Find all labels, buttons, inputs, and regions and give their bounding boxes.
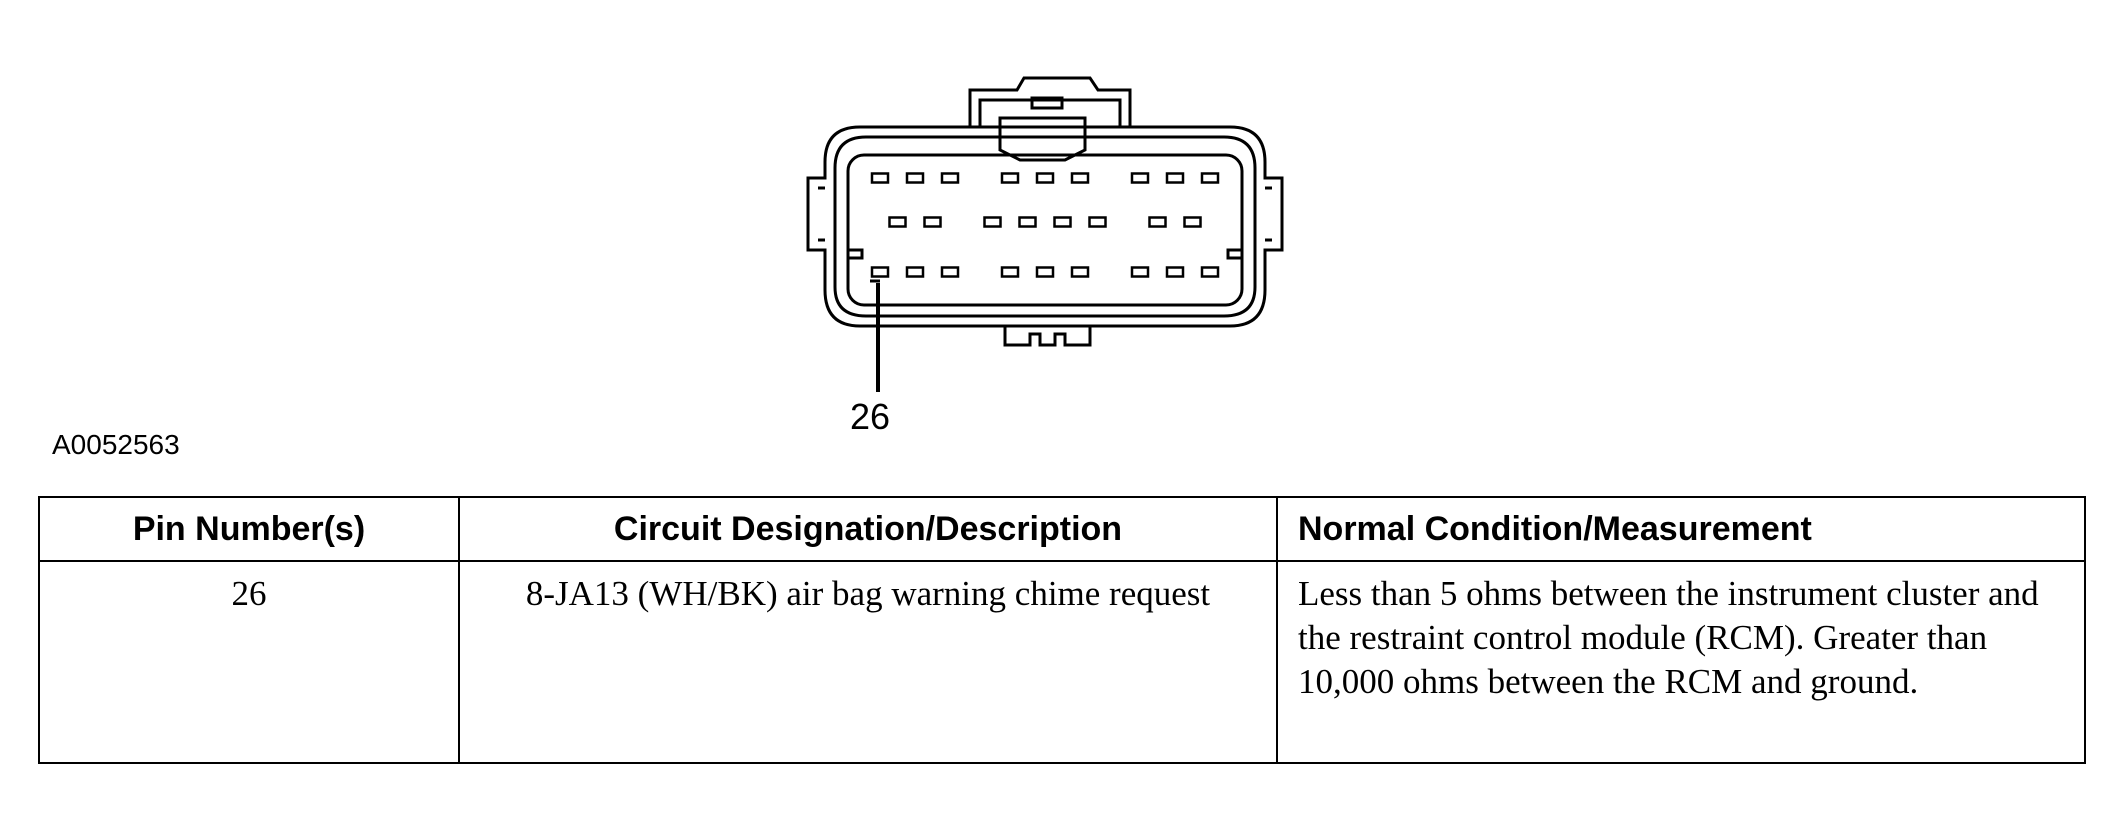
pin-slot: [1130, 266, 1150, 278]
pin-slot: [870, 266, 890, 278]
figure-id: A0052563: [52, 429, 180, 460]
connector-housing: [806, 125, 1284, 328]
pin-slot: [905, 172, 925, 184]
pin-slot: [1130, 172, 1150, 184]
header-pin-numbers: Pin Number(s): [38, 496, 460, 562]
header-normal-condition: Normal Condition/Measurement: [1276, 496, 2086, 562]
pin-slot: [1148, 216, 1167, 228]
pin-slot: [1200, 172, 1220, 184]
pin-slot: [870, 172, 890, 184]
pin-slot: [905, 266, 925, 278]
pin-slot: [1070, 172, 1090, 184]
pin-slot: [1070, 266, 1090, 278]
cell-normal-condition: Less than 5 ohms between the instrument …: [1276, 560, 2086, 764]
pin-slot: [1165, 266, 1185, 278]
table-row: 26 8-JA13 (WH/BK) air bag warning chime …: [38, 560, 2086, 764]
connector-face-diagram: [806, 76, 1284, 392]
header-circuit-description: Circuit Designation/Description: [458, 496, 1278, 562]
pin-slot: [888, 216, 907, 228]
connector-bottom-keys: [1003, 326, 1092, 347]
cell-circuit-description: 8-JA13 (WH/BK) air bag warning chime req…: [458, 560, 1278, 764]
pin-callout-label: 26: [850, 396, 891, 437]
cell-pin-number: 26: [38, 560, 460, 764]
pin-slot: [1000, 172, 1020, 184]
pin-slot: [1035, 266, 1055, 278]
pin-table: Pin Number(s) Circuit Designation/Descri…: [38, 496, 2086, 764]
pin-slot: [940, 172, 960, 184]
pin-slot: [923, 216, 942, 228]
pin-slot: [1053, 216, 1072, 228]
pin-slot: [1165, 172, 1185, 184]
pin-slot: [1018, 216, 1037, 228]
table-header-row: Pin Number(s) Circuit Designation/Descri…: [38, 496, 2086, 562]
pin-slot: [1035, 172, 1055, 184]
pin-slot: [1000, 266, 1020, 278]
pin-slot-group: [870, 172, 1220, 278]
pin-slot: [1088, 216, 1107, 228]
pin-slot: [983, 216, 1002, 228]
connector-top-latch: [968, 76, 1132, 162]
pin-slot: [940, 266, 960, 278]
pin-slot: [1183, 216, 1202, 228]
pin-slot: [1200, 266, 1220, 278]
